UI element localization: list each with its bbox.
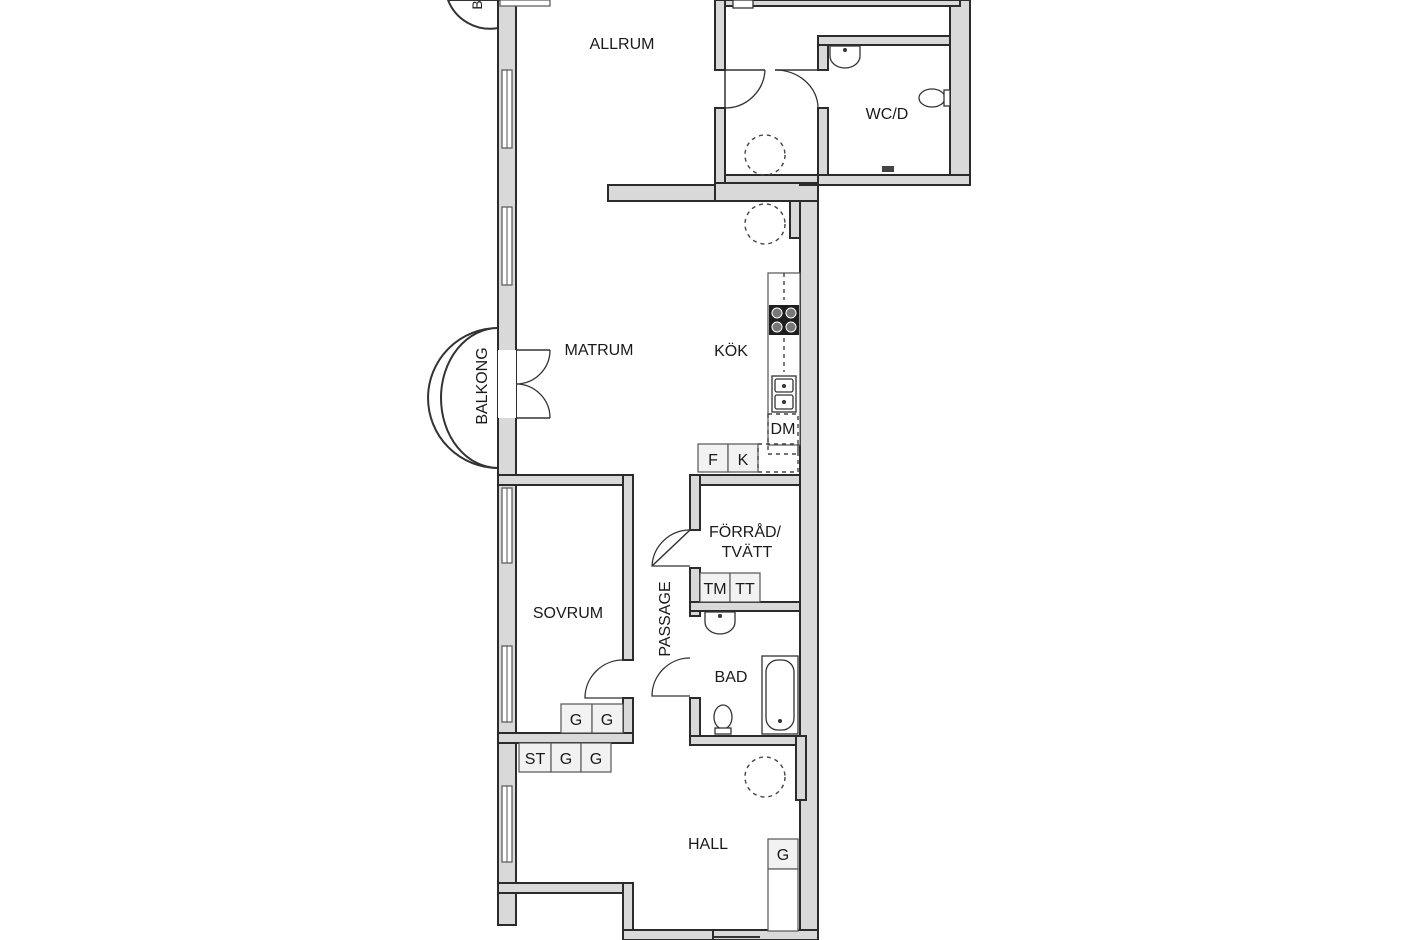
room-matrum: MATRUM [564,342,633,359]
dryer-label: TT [735,581,755,598]
ceiling-markers [744,134,786,798]
washbasin-icon [829,45,861,69]
room-forrad-line2: TVÄTT [722,543,773,561]
room-allrum: ALLRUM [590,36,655,53]
bedroom-wardrobes: G G [560,703,624,734]
room-labels: ALLRUM WC/D MATRUM KÖK FÖRRÅD/ TVÄTT SOV… [533,36,908,853]
sink-icon [771,375,797,413]
balcony-label: BALKONG [474,347,491,424]
kitchen-counter: DM [767,272,801,455]
wardrobe-label-5: G [777,847,789,864]
bathtub-icon [761,655,799,735]
storage-label: ST [525,751,546,768]
freezer-label: K [738,452,749,469]
wardrobe-label-3: G [560,751,572,768]
room-passage: PASSAGE [657,581,674,656]
washbasin-icon-bad [704,611,736,635]
hall-wardrobes: ST G G G [518,742,799,932]
room-hall: HALL [688,836,728,853]
wardrobe-label-2: G [601,712,613,729]
laundry-machines: TM TT [699,572,761,603]
fridge-freezer: F K [697,443,799,473]
room-forrad-line1: FÖRRÅD/ [709,522,782,541]
balcony-top: B [446,0,499,30]
wardrobe-label-1: G [570,712,582,729]
doors [515,69,819,938]
windows [498,0,551,863]
room-wcd: WC/D [866,106,909,123]
toilet-icon-bad [713,704,733,735]
room-kok: KÖK [714,342,748,360]
balcony-middle: BALKONG [427,326,499,470]
bath-fixtures [704,611,799,735]
fridge-label: F [708,452,718,469]
top-fixture [732,0,754,9]
washer-label: TM [703,581,726,598]
room-sovrum: SOVRUM [533,605,603,622]
room-bad: BAD [715,669,748,686]
wardrobe-label-4: G [590,751,602,768]
balcony-top-label: B [469,0,485,9]
wcd-fixtures [829,45,951,172]
shower-drain-icon [882,166,894,172]
dishwasher-label: DM [771,421,796,438]
toilet-icon [918,88,951,108]
